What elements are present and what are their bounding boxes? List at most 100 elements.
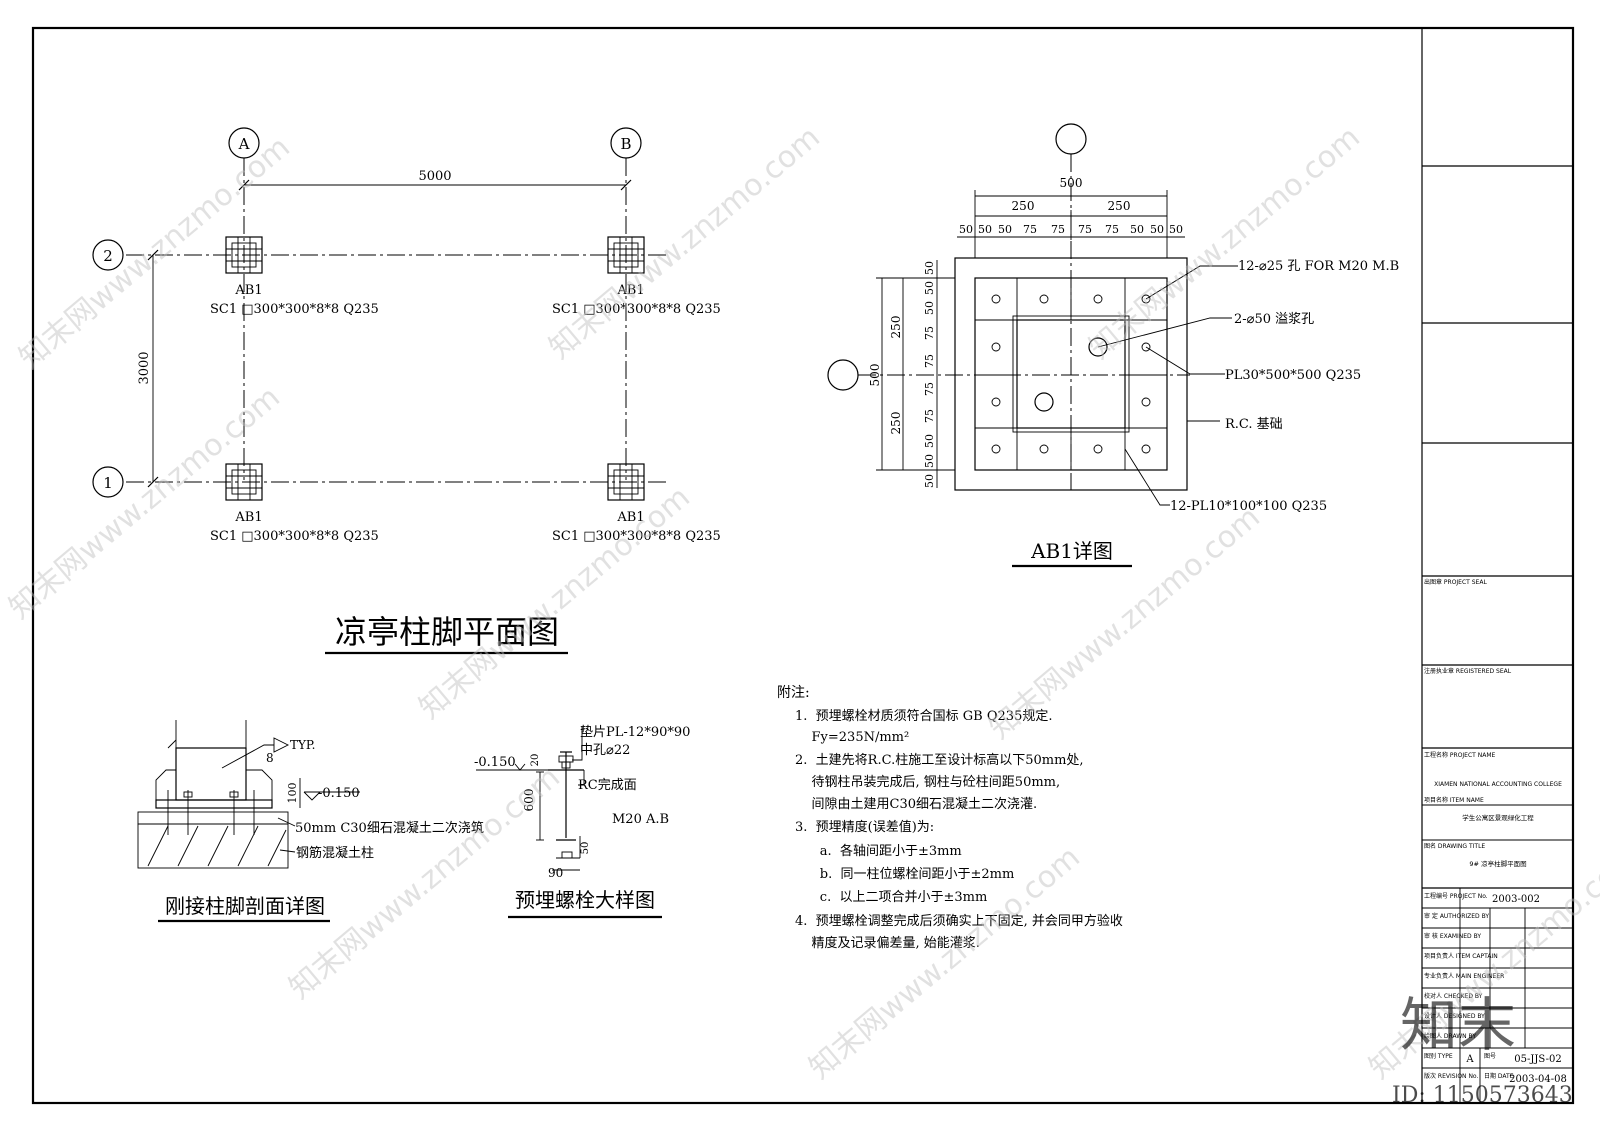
- svg-text:50: 50: [923, 454, 936, 468]
- dim-250-left: 250: [1012, 199, 1035, 213]
- note-grout-holes: 2-⌀50 溢浆孔: [1234, 312, 1314, 327]
- svg-text:50: 50: [923, 281, 936, 295]
- captain-label: 项目负责人 ITEM CAPTAIN: [1424, 952, 1498, 960]
- anchor-label-1b: AB1: [616, 510, 644, 525]
- svg-text:50: 50: [959, 223, 973, 236]
- dim-250-side-top: 250: [889, 316, 903, 339]
- note-line-11: 精度及记录偏差量, 始能灌浆.: [795, 935, 980, 951]
- project-no-label: 工程编号 PROJECT No.: [1424, 892, 1488, 900]
- svg-text:50: 50: [1150, 223, 1164, 236]
- watermark-1: 知末网www.znzmo.com: [13, 130, 297, 376]
- section-title: 刚接柱脚剖面详图: [165, 894, 325, 918]
- engineer-label: 专业负责人 MAIN ENGINEER: [1424, 972, 1504, 980]
- item-name: 学生公寓区景观绿化工程: [1462, 813, 1534, 822]
- note-rc-foundation: R.C. 基础: [1225, 417, 1283, 432]
- label-rc-column: 钢筋混凝土柱: [296, 845, 374, 861]
- column-spec-1b: SC1 □300*300*8*8 Q235: [552, 529, 721, 544]
- note-line-8: b. 同一柱位螺栓间距小于±2mm: [795, 867, 1014, 882]
- svg-text:75: 75: [1023, 223, 1037, 236]
- rc-foundation-outline: [954, 257, 1188, 491]
- drawn-label: 绘图人 DRAWN BY: [1424, 1032, 1476, 1040]
- svg-text:75: 75: [923, 354, 936, 368]
- svg-text:50: 50: [978, 223, 992, 236]
- column-2a: [225, 236, 263, 274]
- label-rc-finish: RC完成面: [578, 778, 637, 793]
- axis-bubble-2: [92, 239, 124, 271]
- authorized-label: 审 定 AUTHORIZED BY: [1424, 912, 1489, 920]
- watermark-5: 知末网www.znzmo.com: [413, 480, 697, 726]
- project-name: XIAMEN NATIONAL ACCOUNTING COLLEGE: [1434, 781, 1562, 788]
- bolt-holes: [991, 294, 1151, 454]
- watermark-6: 知末网www.znzmo.com: [983, 500, 1267, 746]
- project-name-label: 工程名称 PROJECT NAME: [1424, 751, 1496, 759]
- axis-bubble-1: [92, 466, 124, 498]
- svg-text:75: 75: [1078, 223, 1092, 236]
- svg-text:75: 75: [923, 382, 936, 396]
- dim-250-right: 250: [1108, 199, 1131, 213]
- note-line-7: a. 各轴间距小于±3mm: [795, 843, 962, 859]
- note-line-5: 间隙由土建用C30细石混凝土二次浇灌.: [795, 796, 1037, 812]
- side-sub-dims: 50 50 50 75 75 75 75 50 50 50: [923, 261, 936, 488]
- column-1b: [607, 463, 645, 501]
- label-secondary-grout: 50mm C30细石混凝土二次浇筑: [295, 820, 484, 836]
- examined-label: 审 核 EXAMINED BY: [1424, 932, 1481, 940]
- designed-label: 设计人 DESIGNED BY: [1424, 1012, 1485, 1020]
- registered-seal-label: 注册执业章 REGISTERED SEAL: [1424, 667, 1512, 675]
- dim-3000: 3000: [137, 351, 152, 384]
- ab1-detail: 500 250 250 50 50 50 75 75 75 75 50 50 5…: [827, 123, 1399, 568]
- svg-text:50: 50: [998, 223, 1012, 236]
- bolt-detail-title: 预埋螺栓大样图: [515, 888, 655, 912]
- anchor-label-2a: AB1: [234, 283, 262, 298]
- note-line-4: 待钢柱吊装完成后, 钢柱与砼柱间距50mm,: [795, 775, 1060, 790]
- watermark-2: 知末网www.znzmo.com: [543, 120, 827, 366]
- column-1a: [225, 463, 263, 501]
- date: 2003-04-08: [1509, 1074, 1567, 1085]
- watermark-id: ID: 1150573643: [1392, 1083, 1573, 1108]
- grout-hole-1: [1088, 337, 1108, 357]
- note-line-9: c. 以上二项合并小于±3mm: [795, 890, 987, 905]
- note-stiffeners: 12-PL10*100*100 Q235: [1170, 499, 1327, 514]
- watermark-logo: 知末: [1400, 991, 1516, 1059]
- axis-1-label: 1: [103, 474, 113, 492]
- svg-text:75: 75: [923, 326, 936, 340]
- note-line-10: 4. 预埋螺栓调整完成后须确实上下固定, 并会同甲方验收: [795, 913, 1123, 929]
- note-holes: 12-⌀25 孔 FOR M20 M.B: [1238, 259, 1399, 274]
- dim-500-left: 500: [868, 364, 882, 387]
- column-2b: [607, 236, 645, 274]
- item-name-label: 项目名称 ITEM NAME: [1424, 796, 1484, 804]
- type-value: A: [1465, 1054, 1474, 1065]
- dim-5000: 5000: [418, 169, 451, 184]
- dim-100: 100: [286, 783, 299, 804]
- dim-90: 90: [548, 866, 563, 880]
- svg-text:75: 75: [1105, 223, 1119, 236]
- weld-size: 8: [266, 751, 274, 765]
- revision-label: 版次 REVISION No.: [1424, 1072, 1478, 1080]
- dim-250-side-bottom: 250: [889, 412, 903, 435]
- watermark-4: 知末网www.znzmo.com: [3, 380, 287, 626]
- svg-text:75: 75: [1051, 223, 1065, 236]
- checked-label: 校对人 CHECKED BY: [1424, 992, 1483, 1000]
- grout-hole-2: [1034, 392, 1054, 412]
- axis-b-label: B: [620, 135, 631, 153]
- anchor-label-2b: AB1: [616, 283, 644, 298]
- sheet-border: [31, 26, 1575, 1105]
- axis-a-label: A: [238, 135, 250, 153]
- detail-axis-bubble-left: [827, 359, 859, 391]
- note-base-plate: PL30*500*500 Q235: [1225, 368, 1361, 383]
- column-spec-2b: SC1 □300*300*8*8 Q235: [552, 302, 721, 317]
- bolt-level: -0.150: [474, 755, 516, 770]
- svg-text:50: 50: [1130, 223, 1144, 236]
- general-notes: 附注: 1. 预埋螺栓材质须符合国标 GB Q235规定. Fy=235N/mm…: [777, 685, 1123, 951]
- top-sub-dims: 50 50 50 75 75 75 75 50 50 50: [959, 223, 1183, 236]
- svg-text:50: 50: [1169, 223, 1183, 236]
- svg-text:50: 50: [923, 434, 936, 448]
- drawing-no-label: 图号: [1484, 1053, 1496, 1060]
- dim-20: 20: [530, 754, 541, 767]
- date-label: 日期 DATE: [1484, 1072, 1514, 1080]
- label-center-hole: 中孔⌀22: [580, 743, 630, 758]
- project-seal-label: 出图章 PROJECT SEAL: [1424, 578, 1487, 586]
- project-no: 2003-002: [1492, 894, 1540, 905]
- drawing-title: 9# 凉亭柱脚平面图: [1469, 859, 1526, 868]
- plan-title: 凉亭柱脚平面图: [335, 613, 559, 651]
